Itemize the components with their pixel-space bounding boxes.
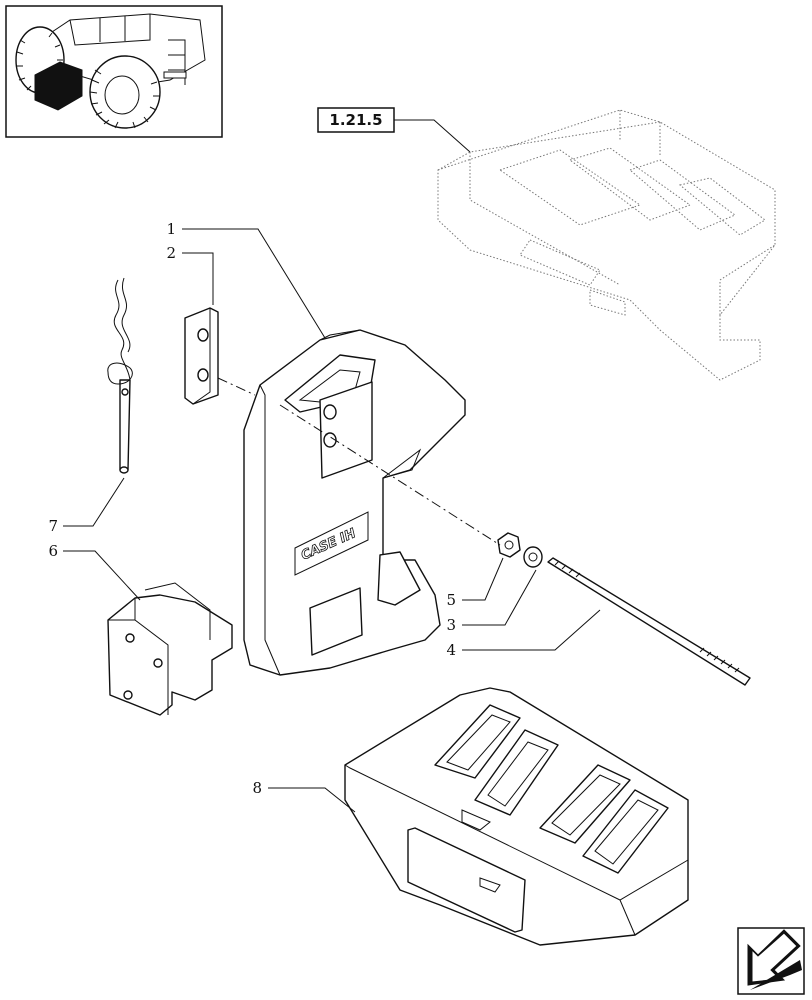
front-weight: CASE IH — [243, 329, 466, 676]
callout-7: 7 — [48, 517, 58, 535]
callout-7-leader — [63, 477, 125, 527]
callout-3-leader — [462, 569, 537, 626]
spacer-plate — [184, 307, 219, 405]
reference-box[interactable]: 1.21.5 — [317, 107, 395, 133]
mounting-bracket — [107, 582, 233, 716]
callout-6-leader — [63, 550, 141, 601]
referenced-weight-carrier — [437, 109, 776, 381]
callout-4: 4 — [446, 641, 456, 659]
callout-8: 8 — [252, 779, 262, 797]
callout-1-leader — [182, 228, 326, 339]
callout-2-leader — [182, 252, 214, 305]
callout-2: 2 — [166, 244, 176, 262]
next-page-arrow-icon[interactable] — [737, 927, 805, 995]
callout-3: 3 — [446, 616, 456, 634]
callout-4-leader — [462, 609, 601, 651]
callout-6: 6 — [48, 542, 58, 560]
weight-carrier — [344, 687, 689, 946]
callout-8-leader — [268, 787, 356, 813]
washer — [523, 546, 543, 568]
callout-1: 1 — [166, 220, 176, 238]
threaded-rod — [547, 557, 751, 686]
reference-label: 1.21.5 — [329, 111, 382, 129]
callout-5-leader — [462, 557, 504, 601]
callout-5: 5 — [446, 591, 456, 609]
lock-pin — [107, 277, 133, 474]
nut — [497, 532, 521, 558]
tractor-thumbnail-icon[interactable] — [5, 5, 223, 138]
reference-leader — [394, 119, 471, 153]
assembly-axis-line — [217, 377, 501, 546]
